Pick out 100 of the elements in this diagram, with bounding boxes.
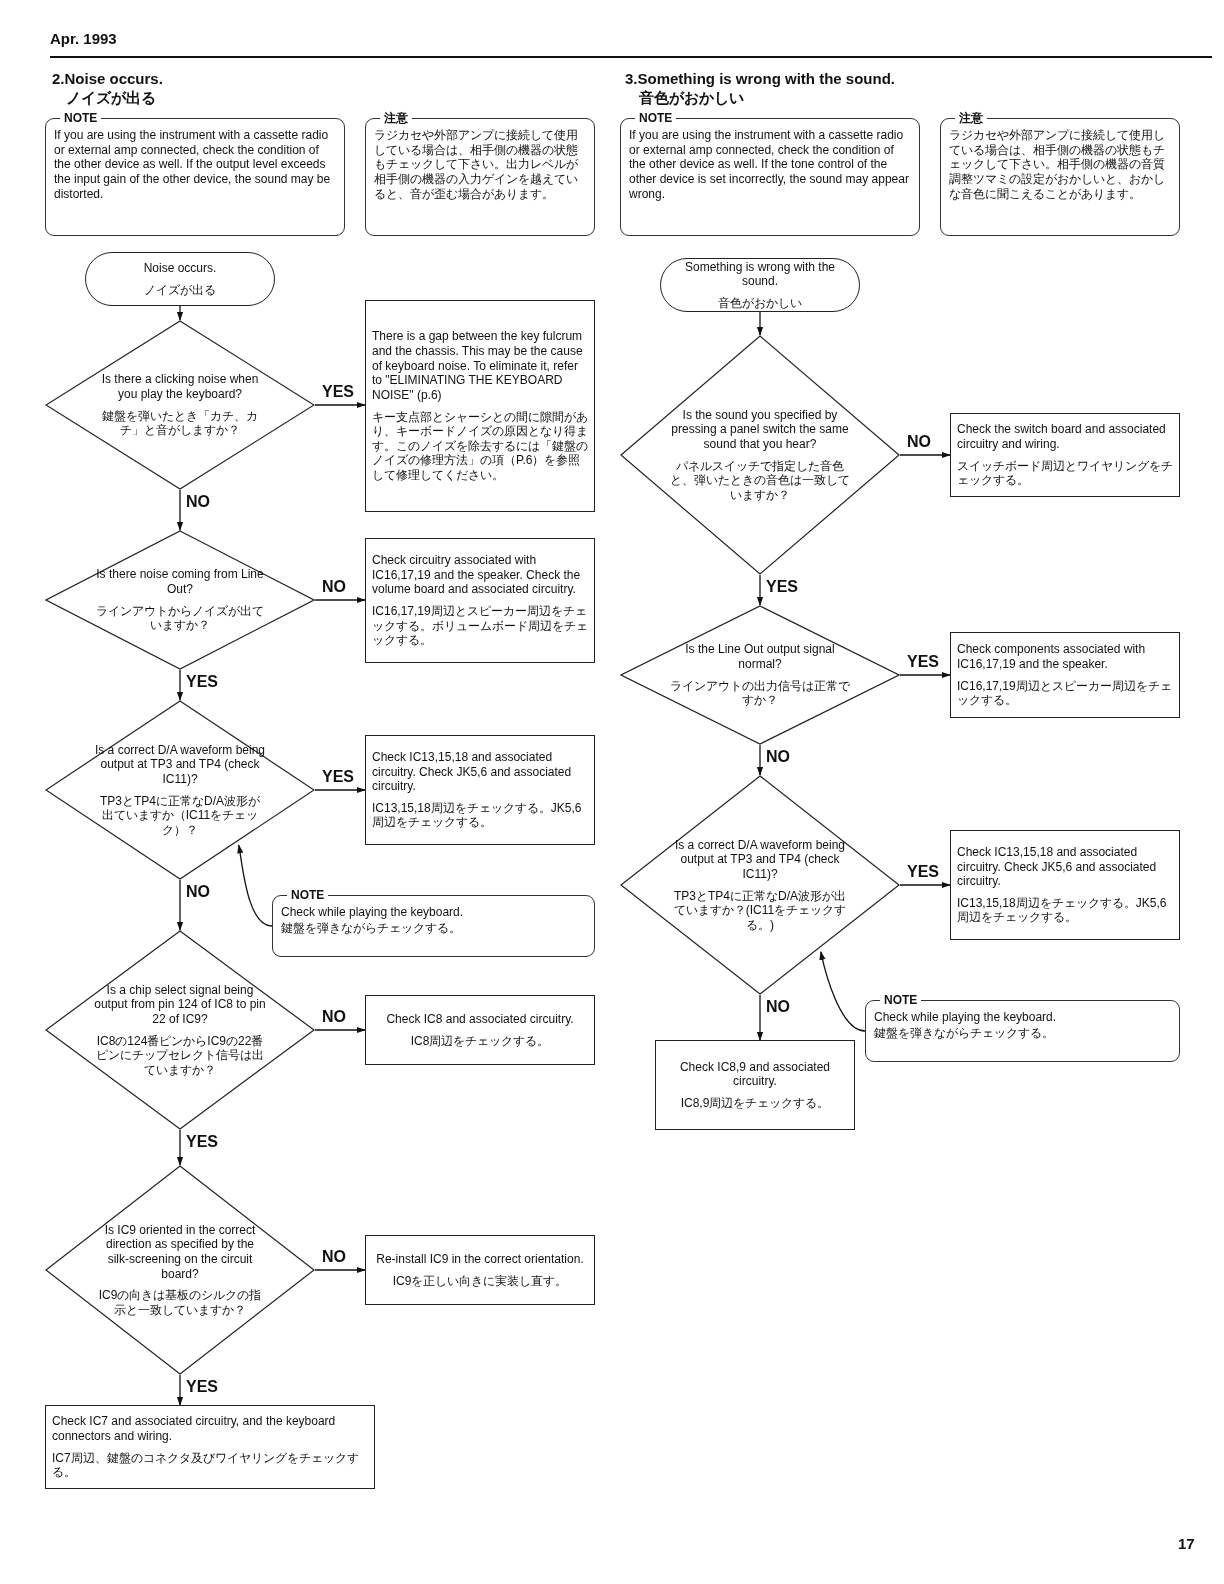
node-text: IC8,9周辺をチェックする。: [680, 1095, 830, 1111]
process-box: [45, 1405, 375, 1489]
section-heading: 2.Noise occurs.: [52, 70, 163, 87]
decision-diamond: [620, 775, 900, 995]
question-text: パネルスイッチで指定した音色と、弾いたときの音色は一致していますか？: [670, 458, 850, 503]
edge-label: NO: [906, 434, 932, 450]
node-text: Noise occurs.: [143, 260, 217, 276]
node-text: Check while playing the keyboard.: [281, 905, 465, 920]
decision-diamond: [45, 1165, 315, 1375]
node-text: Check IC7 and associated circuitry, and the keyboard connectors and wiring.: [52, 1414, 337, 1444]
process-box: [950, 413, 1180, 497]
edge-label: NO: [185, 884, 211, 900]
arrow: [314, 401, 366, 409]
arrow: [899, 881, 951, 889]
question-text: Is a chip select signal being output from pin 124 of IC8 to pin 22 of IC9?: [94, 982, 266, 1027]
arrow: [899, 451, 951, 459]
decision-diamond: [45, 530, 315, 670]
start-terminal: [85, 252, 275, 306]
node-text: IC13,15,18周辺をチェックする。JK5,6周辺をチェックする。: [957, 895, 1168, 926]
question-text: TP3とTP4に正常なD/A波形が出ていますか？(IC11をチェックする。): [672, 888, 848, 933]
arrow: [314, 786, 366, 794]
arrow: [176, 879, 184, 931]
question-text: Is the sound you specified by pressing a panel switch the same sound that you hear?: [670, 407, 850, 452]
decision-diamond: [620, 335, 900, 575]
node-text: IC16,17,19周辺とスピーカー周辺をチェックする。: [957, 678, 1173, 708]
arrow: [899, 671, 951, 679]
node-text: Check IC13,15,18 and associated circuitry. Check JK5,6 and associated circuitry.: [372, 749, 573, 794]
edge-label: NO: [765, 749, 791, 765]
edge-label: NO: [321, 579, 347, 595]
node-text: ノイズが出る: [144, 282, 216, 298]
page-number: 17: [1178, 1535, 1195, 1552]
note-heading: 注意: [955, 111, 987, 126]
note-heading: 注意: [380, 111, 412, 126]
node-text: 鍵盤を弾きながらチェックする。: [281, 920, 462, 936]
node-text: IC9を正しい向きに実装し直す。: [392, 1273, 568, 1289]
section-heading: 3.Something is wrong with the sound.: [625, 70, 895, 87]
node-text: If you are using the instrument with a cassette radio or external amp connected, check the condition of the other device as well. If the tone control of the other device is set incorrectly, the sound may appear wrong.: [629, 128, 910, 202]
edge-label: YES: [765, 579, 799, 595]
arrow: [314, 1266, 366, 1274]
process-box: [365, 1235, 595, 1305]
arrow: [176, 1129, 184, 1166]
edge-label: NO: [765, 999, 791, 1015]
question-text: Is a correct D/A waveform being output at TP3 and TP4 (check IC11)?: [673, 837, 847, 882]
edge-label: NO: [321, 1009, 347, 1025]
node-text: Check IC8 and associated circuitry.: [386, 1011, 574, 1027]
arrow: [176, 305, 184, 321]
process-box: [365, 995, 595, 1065]
start-terminal: [660, 258, 860, 312]
edge-label: YES: [906, 654, 940, 670]
node-text: ラジカセや外部アンプに接続して使用している場合は、相手側の機器の状態もチェックして下さい。出力レベルが相手側の機器の入力ゲインを越えていると、音が歪む場合があります。: [374, 128, 579, 202]
arrow: [314, 1026, 366, 1034]
arrow: [756, 311, 764, 336]
edge-label: YES: [321, 769, 355, 785]
node-text: Check IC13,15,18 and associated circuitry. Check JK5,6 and associated circuitry.: [957, 844, 1158, 889]
arrow: [756, 744, 764, 776]
date-header: Apr. 1993: [50, 30, 117, 47]
process-box: [365, 735, 595, 845]
node-text: スイッチボード周辺とワイヤリングをチェックする。: [957, 458, 1173, 488]
edge-label: NO: [185, 494, 211, 510]
process-box: [365, 300, 595, 512]
question-text: TP3とTP4に正常なD/A波形が出ていますか（IC11をチェック）？: [99, 793, 261, 838]
process-box: [365, 538, 595, 663]
node-text: Check circuitry associated with IC16,17,19 and the speaker. Check the volume board and associated circuitry.: [372, 553, 582, 597]
node-text: IC7周辺、鍵盤のコネクタ及びワイヤリングをチェックする。: [52, 1450, 360, 1480]
question-text: ラインアウトからノイズが出ていますか？: [95, 603, 265, 633]
question-text: IC8の124番ピンからIC9の22番ピンにチップセレクト信号は出ていますか？: [95, 1033, 265, 1078]
node-text: There is a gap between the key fulcrum and the chassis. This may be the cause of keyboard noise. To eliminate it, refer to "ELIMINATING THE KEYBOARD NOISE" (p.6): [372, 329, 584, 403]
decision-diamond: [45, 700, 315, 880]
edge-label: YES: [185, 674, 219, 690]
arrow: [176, 1374, 184, 1406]
node-text: Re-install IC9 in the correct orientation.: [376, 1251, 584, 1267]
node-text: ラジカセや外部アンプに接続して使用している場合は、相手側の機器の状態もチェックして下さい。相手側の機器の音質調整ツマミの設定がおかしいと、おかしな音色に聞こえることがあります。: [949, 128, 1166, 202]
edge-label: YES: [185, 1134, 219, 1150]
arrow: [176, 669, 184, 701]
question-text: Is the Line Out output signal normal?: [684, 642, 836, 672]
question-text: ラインアウトの出力信号は正常ですか？: [670, 678, 850, 708]
node-text: 鍵盤を弾きながらチェックする。: [874, 1025, 1055, 1041]
process-box: [950, 830, 1180, 940]
arrow: [756, 574, 764, 606]
node-text: IC13,15,18周辺をチェックする。JK5,6周辺をチェックする。: [372, 800, 583, 831]
edge-label: YES: [906, 864, 940, 880]
process-box: [950, 632, 1180, 718]
leader-line: [237, 844, 273, 927]
node-text: IC16,17,19周辺とスピーカー周辺をチェックする。ボリュームボード周辺をチェックする。: [372, 604, 588, 648]
node-text: IC8周辺をチェックする。: [410, 1033, 550, 1049]
node-text: Check the switch board and associated circuitry and wiring.: [957, 422, 1167, 452]
question-text: IC9の向きは基板のシルクの指示と一致していますか？: [97, 1288, 263, 1318]
arrow: [176, 489, 184, 531]
question-text: Is there a clicking noise when you play the keyboard?: [100, 372, 260, 402]
node-text: Something is wrong with the sound.: [683, 259, 837, 289]
node-text: Check IC8,9 and associated circuitry.: [678, 1059, 832, 1089]
node-text: キー支点部とシャーシとの間に隙間があり、キーボードノイズの原因となり得ます。このノイズを除去するには「鍵盤のノイズの修理方法」の項（P.6）を参照して修理してください。: [372, 409, 588, 483]
decision-diamond: [45, 320, 315, 490]
node-text: Check while playing the keyboard.: [874, 1010, 1058, 1025]
arrow: [756, 994, 764, 1041]
edge-label: YES: [321, 384, 355, 400]
leader-line: [819, 950, 866, 1032]
edge-label: NO: [321, 1249, 347, 1265]
arrow: [314, 596, 366, 604]
question-text: 鍵盤を弾いたとき「カチ、カチ」と音がしますか？: [101, 408, 259, 438]
